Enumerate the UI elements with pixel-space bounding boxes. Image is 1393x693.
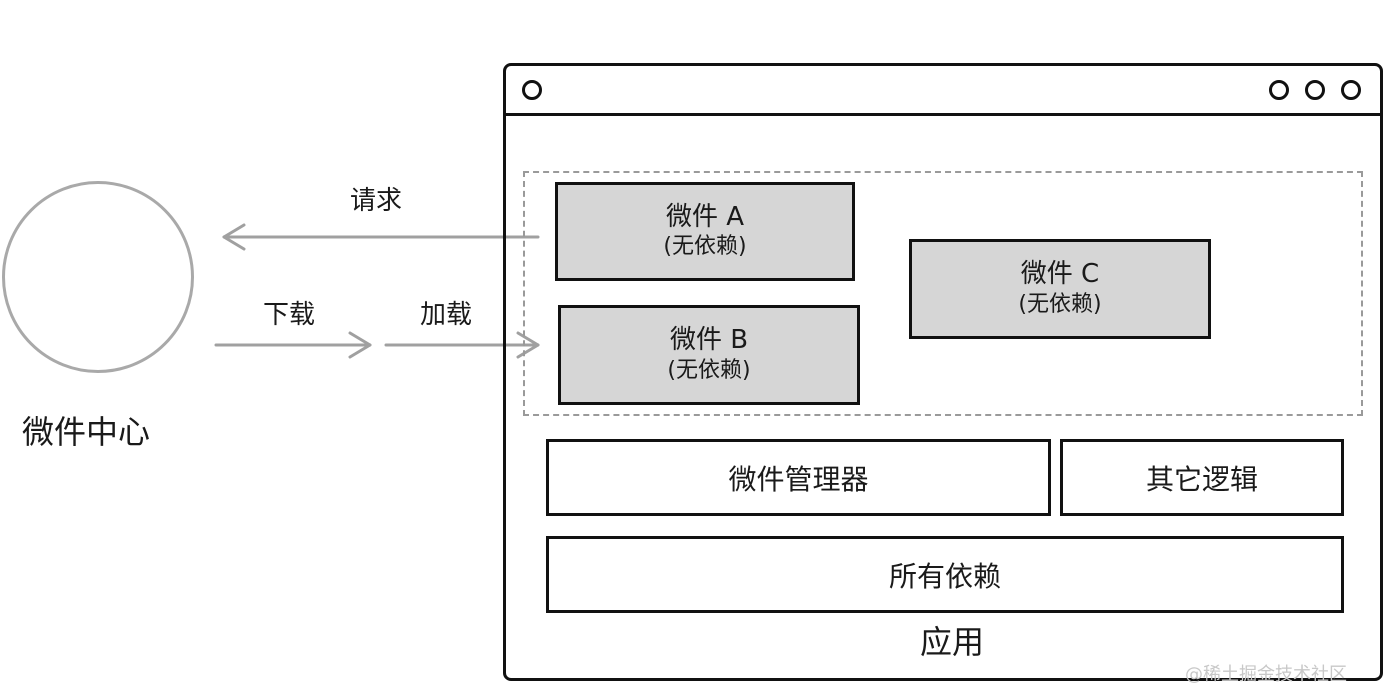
window-control-icon xyxy=(1305,80,1325,100)
widget-dependency: (无依赖) xyxy=(663,234,747,260)
download-label: 下载 xyxy=(263,300,316,330)
window-control-icon xyxy=(522,80,542,100)
widget-name: 微件 B xyxy=(669,325,749,356)
load-label: 加载 xyxy=(420,300,473,330)
widget-a-box: 微件 A (无依赖) xyxy=(555,182,855,281)
widget-dependency: (无依赖) xyxy=(667,357,751,383)
window-control-icon xyxy=(1269,80,1289,100)
request-label: 请求 xyxy=(350,186,403,216)
widget-manager-box: 微件管理器 xyxy=(546,439,1051,516)
app-label: 应用 xyxy=(920,623,985,661)
window-control-icon xyxy=(1341,80,1361,100)
widget-name: 微件 A xyxy=(665,201,745,232)
widget-c-box: 微件 C (无依赖) xyxy=(909,239,1211,339)
widget-dependency: (无依赖) xyxy=(1018,291,1102,317)
watermark: @稀土掘金技术社区 xyxy=(1185,664,1347,685)
app-window: 微件 A (无依赖) 微件 B (无依赖) 微件 C (无依赖) 微件管理器 其… xyxy=(503,63,1383,681)
window-titlebar xyxy=(506,66,1380,116)
other-logic-box: 其它逻辑 xyxy=(1060,439,1344,516)
request-arrow xyxy=(222,223,540,251)
widget-name: 微件 C xyxy=(1020,259,1100,290)
widget-b-box: 微件 B (无依赖) xyxy=(558,305,860,405)
widget-hub-label: 微件中心 xyxy=(22,413,151,451)
download-arrow xyxy=(214,331,372,359)
all-dependencies-box: 所有依赖 xyxy=(546,536,1344,613)
widget-hub-circle xyxy=(2,181,194,373)
widget-load-area xyxy=(523,171,1363,416)
